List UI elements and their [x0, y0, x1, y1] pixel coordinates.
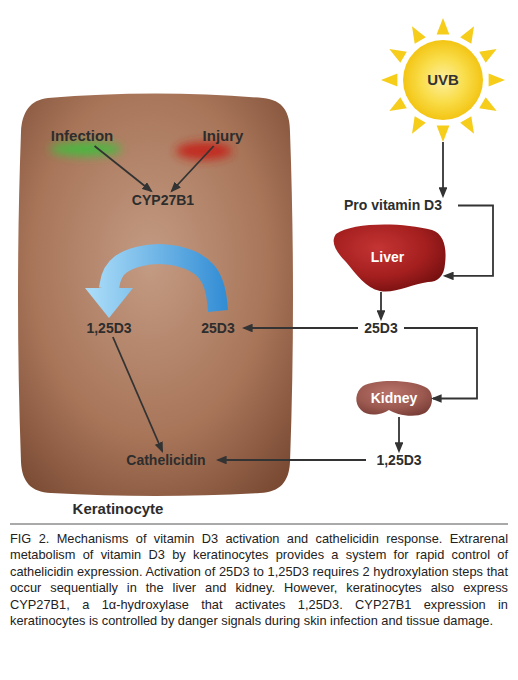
kidney-organ: Kidney [355, 380, 433, 417]
conversion-band [109, 254, 218, 311]
sun-ray [389, 49, 407, 63]
keratinocyte-cell-outline [18, 92, 294, 497]
sun-ray [479, 49, 497, 63]
connector-line [380, 292, 382, 319]
sun-ray [381, 74, 397, 87]
conversion-head [85, 288, 133, 318]
kidney-shape [356, 381, 432, 416]
node-label: 1,25D3 [86, 320, 131, 337]
node-label: Cathelicidin [126, 452, 205, 469]
peptide-label: Cathelicidin [114, 451, 218, 469]
node-label: Liver [371, 249, 404, 266]
connector-line [398, 417, 400, 451]
keratinocyte-cell: KeratinocyteInfectionInjuryCYP27B11,25D3… [18, 92, 294, 497]
figure-caption: FIG 2. Mechanisms of vitamin D3 activati… [10, 531, 508, 629]
metabolite-label: 25D3 [192, 319, 244, 337]
caption-rule [10, 524, 508, 525]
arrow-connector [445, 206, 493, 276]
liver-shape [334, 224, 446, 291]
sun-ray [479, 97, 497, 111]
connector-line [445, 206, 493, 276]
sun-ray [460, 116, 474, 134]
arrow-connector [404, 328, 477, 399]
arrow-connector [399, 417, 400, 451]
node-label: 25D3 [364, 320, 397, 337]
sun-disc [403, 40, 483, 120]
metabolite-label: 1,25D3 [74, 319, 144, 337]
arrow-connector [244, 328, 358, 329]
connector-line [442, 142, 444, 196]
arrow-connector [172, 146, 214, 191]
liver-organ: Liver [330, 222, 445, 292]
cell-body [18, 94, 293, 497]
enzyme-label: CYP27B1 [122, 191, 204, 210]
sun-ray [489, 74, 505, 87]
node-label: Pro vitamin D3 [344, 197, 442, 214]
node-label: CYP27B1 [132, 192, 194, 209]
connector-line [172, 146, 214, 191]
node-label: 1,25D3 [376, 452, 421, 469]
connector-line [95, 146, 152, 191]
arrow-connector [218, 460, 366, 461]
connector-line [244, 327, 358, 329]
arrow-connector [381, 292, 382, 319]
connector-line [404, 328, 477, 399]
arrow-connector [95, 146, 152, 191]
danger-signal: Infection [44, 126, 120, 146]
sun-ray [412, 116, 426, 134]
sun-ray [389, 97, 407, 111]
injury-glow [176, 142, 232, 160]
node-label: UVB [427, 71, 459, 89]
danger-signal: Injury [195, 126, 251, 146]
conversion-arrow [85, 254, 218, 318]
infection-glow [50, 142, 122, 156]
sun-symbol: UVB [381, 18, 505, 142]
cell-heading: Keratinocyte [58, 500, 178, 518]
node-label: Infection [51, 127, 114, 145]
precursor-label: Pro vitamin D3 [328, 196, 458, 215]
sun-ray [460, 26, 474, 44]
node-label: Injury [203, 127, 244, 145]
metabolite-label: 1,25D3 [366, 451, 432, 469]
arrow-connector [113, 337, 162, 451]
connector-line [218, 459, 366, 461]
sun-ray [437, 18, 450, 34]
connector-line [113, 337, 162, 451]
metabolite-label: 25D3 [358, 319, 404, 337]
sun-ray [437, 126, 450, 142]
arrow-connector [443, 142, 444, 196]
node-label: Kidney [371, 390, 418, 407]
sun-ray [412, 26, 426, 44]
node-label: 25D3 [201, 320, 234, 337]
